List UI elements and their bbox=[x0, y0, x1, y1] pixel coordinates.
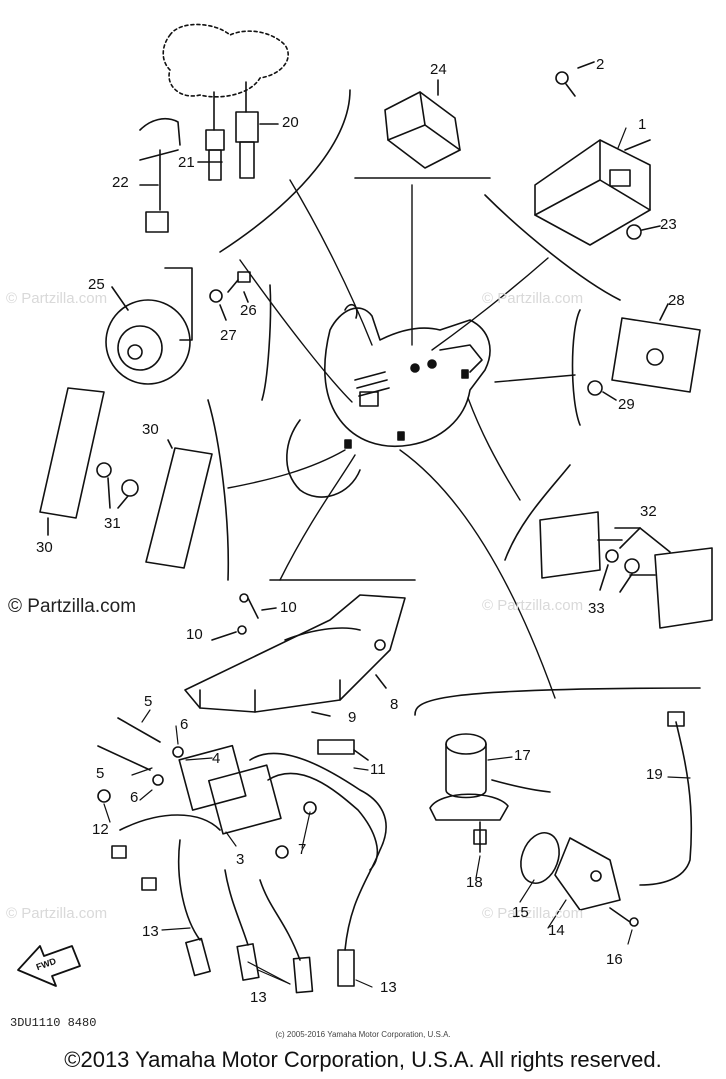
horn-25 bbox=[105, 267, 251, 385]
watermark: © Partzilla.com bbox=[482, 290, 584, 307]
part-label: 6 bbox=[130, 789, 139, 806]
part-label: 33 bbox=[588, 600, 605, 617]
part-label: 1 bbox=[638, 116, 647, 133]
part-label: 3 bbox=[236, 851, 245, 868]
part-label: 9 bbox=[348, 709, 357, 726]
part-label: 19 bbox=[646, 766, 663, 783]
reflector-28 bbox=[587, 303, 701, 401]
leader-lines bbox=[227, 179, 576, 699]
part-label: 27 bbox=[220, 327, 237, 344]
part-label: 10 bbox=[186, 626, 203, 643]
central-frame-illustration bbox=[286, 303, 491, 498]
part-label: 13 bbox=[250, 989, 267, 1006]
part-label: 30 bbox=[36, 539, 53, 556]
copyright-notice: ©2013 Yamaha Motor Corporation, U.S.A. A… bbox=[64, 1047, 662, 1072]
ignition-bracket-9 bbox=[184, 593, 406, 717]
part-label: 13 bbox=[142, 923, 159, 940]
reflector-pair-32 bbox=[539, 511, 713, 629]
part-label: 6 bbox=[180, 716, 189, 733]
part-label: 18 bbox=[466, 874, 483, 891]
part-label: 10 bbox=[280, 599, 297, 616]
group-brackets bbox=[207, 89, 701, 716]
watermark: © Partzilla.com bbox=[482, 905, 584, 922]
part-label: 5 bbox=[144, 693, 153, 710]
part-label: 5 bbox=[96, 765, 105, 782]
part-label: 17 bbox=[514, 747, 531, 764]
forward-arrow-icon bbox=[17, 945, 81, 987]
part-label: 4 bbox=[212, 750, 221, 767]
part-label: 16 bbox=[606, 951, 623, 968]
part-label: 21 bbox=[178, 154, 195, 171]
inner-copyright: (c) 2005-2016 Yamaha Motor Corporation, … bbox=[275, 1030, 451, 1039]
part-label: 28 bbox=[668, 292, 685, 309]
watermark: © Partzilla.com bbox=[6, 905, 108, 922]
label-leaders bbox=[103, 127, 691, 988]
relay-24 bbox=[384, 79, 461, 169]
part-label: 32 bbox=[640, 503, 657, 520]
part-label: 20 bbox=[282, 114, 299, 131]
part-label: 30 bbox=[142, 421, 159, 438]
part-label: 8 bbox=[390, 696, 399, 713]
side-reflectors-30 bbox=[39, 387, 213, 569]
diagram-code: 3DU1110 8480 bbox=[10, 1016, 97, 1030]
sender-gasket-14-15 bbox=[520, 711, 693, 927]
part-label: 22 bbox=[112, 174, 129, 191]
part-label: 2 bbox=[596, 56, 605, 73]
part-label: 26 bbox=[240, 302, 257, 319]
part-label: 23 bbox=[660, 216, 677, 233]
part-label: 11 bbox=[370, 761, 386, 778]
wiring-lead-22 bbox=[139, 118, 181, 233]
part-label: 12 bbox=[92, 821, 109, 838]
watermark-prominent: © Partzilla.com bbox=[8, 596, 137, 617]
watermark: © Partzilla.com bbox=[6, 290, 108, 307]
part-label: 31 bbox=[104, 515, 121, 532]
switch-assembly-20-21 bbox=[162, 23, 289, 181]
part-label: 15 bbox=[512, 904, 529, 921]
control-unit-1 bbox=[534, 61, 661, 246]
ignition-coils-3-4 bbox=[97, 717, 387, 994]
sender-unit-17 bbox=[429, 733, 551, 853]
watermark: © Partzilla.com bbox=[482, 597, 584, 614]
part-label: 24 bbox=[430, 61, 447, 78]
part-label: 7 bbox=[298, 841, 307, 858]
part-label: 14 bbox=[548, 922, 565, 939]
part-label: 13 bbox=[380, 979, 397, 996]
part-label: 29 bbox=[618, 396, 635, 413]
part-label: 25 bbox=[88, 276, 105, 293]
